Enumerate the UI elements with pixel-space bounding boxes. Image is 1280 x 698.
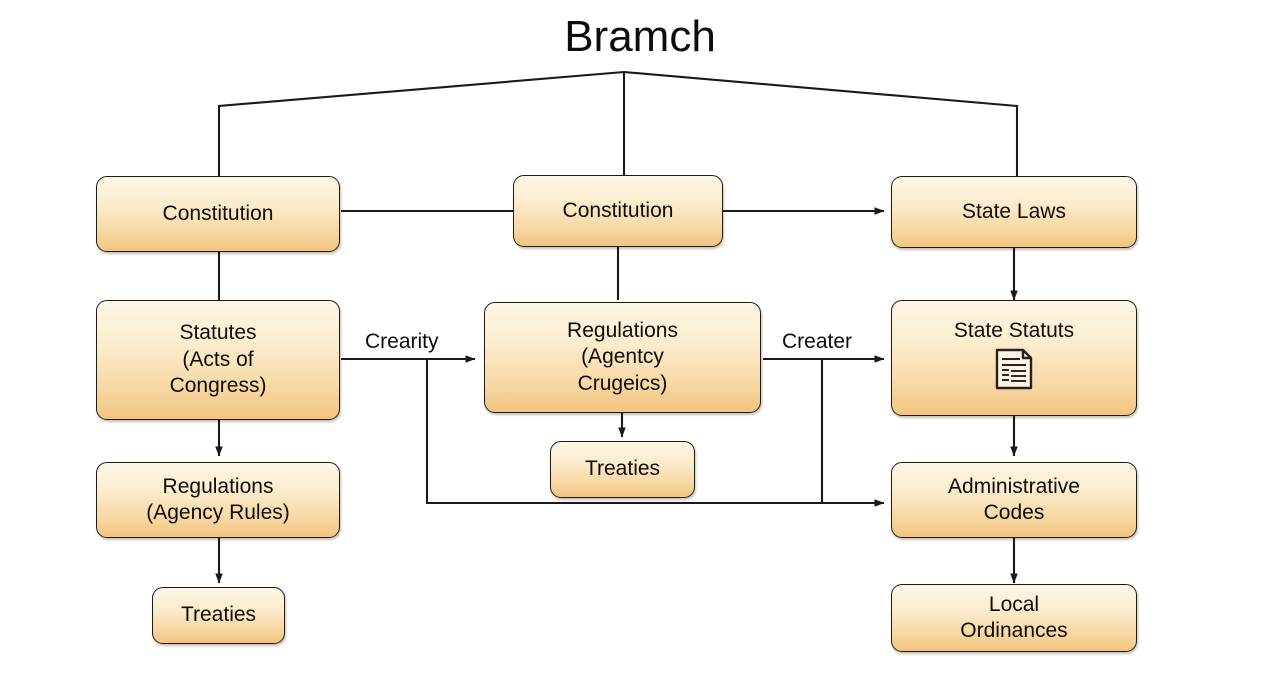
node-label-line-1: Regulations: [567, 318, 678, 342]
node-label-line-2: Codes: [983, 501, 1045, 524]
node-local-ordinances[interactable]: Local Ordinances: [891, 584, 1137, 652]
edge-label-crearity: Crearity: [365, 330, 439, 353]
node-label-line-3: Congress): [169, 374, 267, 398]
node-label-line-1: Administrative: [948, 474, 1080, 498]
node-constitution-center[interactable]: Constitution: [513, 175, 723, 247]
node-statutes[interactable]: Statutes (Acts of Congress): [96, 300, 340, 420]
edge-label-creater: Creater: [782, 330, 853, 353]
node-state-statuts[interactable]: State Statuts: [891, 300, 1137, 416]
node-state-laws[interactable]: State Laws: [891, 176, 1137, 248]
node-label: State Laws: [962, 199, 1066, 223]
node-constitution-left[interactable]: Constitution: [96, 176, 340, 252]
diagram-title: Bramch: [564, 12, 716, 61]
node-label-line-1: Regulations: [162, 474, 274, 498]
document-icon: [992, 347, 1036, 398]
node-label: Constitution: [162, 201, 274, 225]
edge-branch-to-administrative-codes-left: [425, 359, 885, 507]
node-label-line-2: (Acts of: [182, 347, 254, 371]
edge-root-to-left-constitution: [217, 70, 625, 176]
node-label-line-2: (Agentcy: [581, 345, 664, 369]
edge-root-to-state-laws: [623, 70, 1019, 176]
node-label: Constitution: [562, 198, 674, 222]
node-label-line-2: (Agency Rules): [146, 501, 290, 524]
node-label-line-1: Statutes: [179, 321, 257, 345]
node-regulations-agentcy[interactable]: Regulations (Agentcy Crugeics): [484, 302, 761, 413]
node-label-line-2: Ordinances: [960, 619, 1068, 642]
node-label: Treaties: [584, 457, 661, 481]
node-label: State Statuts: [953, 318, 1075, 342]
node-treaties-center[interactable]: Treaties: [550, 441, 695, 498]
node-treaties-left[interactable]: Treaties: [152, 587, 285, 644]
node-label-line-3: Crugeics): [577, 371, 668, 395]
node-label-line-1: Local: [988, 592, 1040, 616]
node-administrative-codes[interactable]: Administrative Codes: [891, 462, 1137, 538]
node-regulations-agency-rules[interactable]: Regulations (Agency Rules): [96, 462, 340, 538]
node-label: Treaties: [180, 603, 257, 627]
